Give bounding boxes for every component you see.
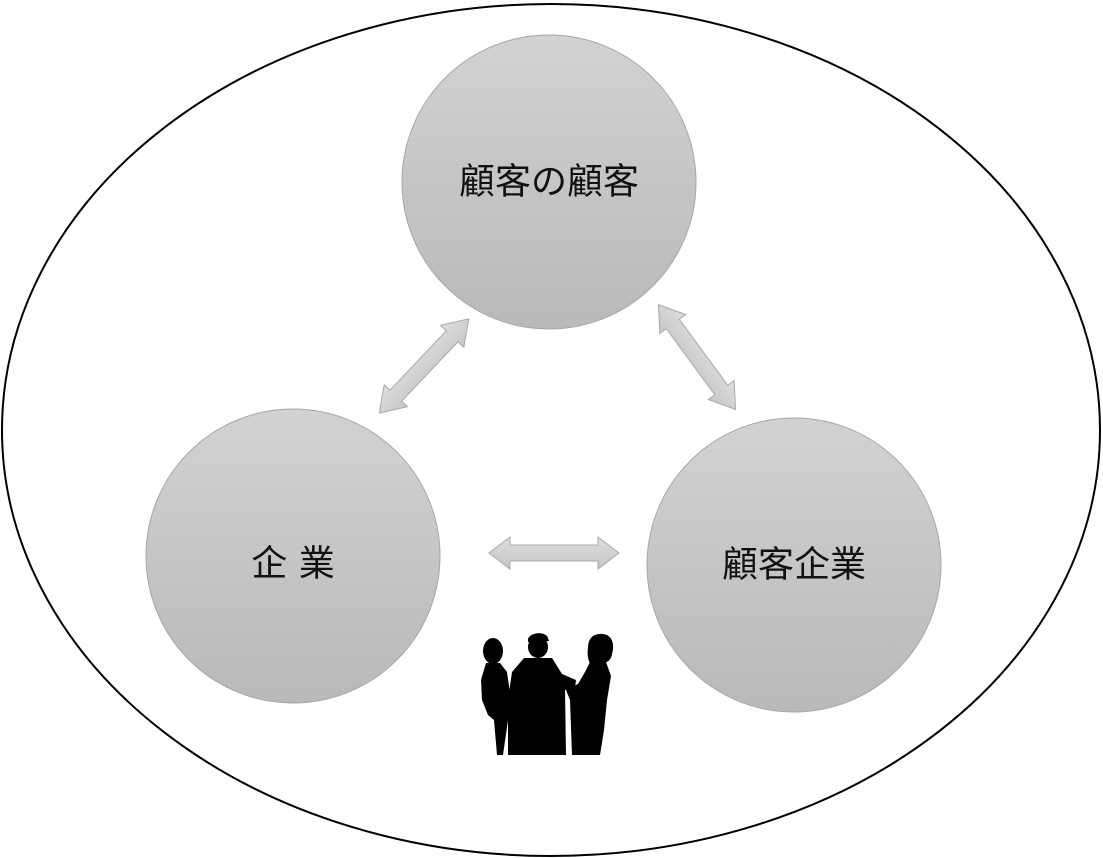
node-right-circle bbox=[646, 417, 942, 713]
node-left-label: 企 業 bbox=[251, 544, 334, 585]
double-arrow-icon-top-right bbox=[657, 303, 737, 411]
double-arrow-icon-left-top bbox=[378, 318, 470, 414]
node-top: 顧客の顧客 bbox=[401, 34, 697, 330]
node-left-circle bbox=[145, 408, 441, 704]
node-right-label: 顧客企業 bbox=[722, 545, 866, 586]
people-silhouette-icon bbox=[481, 633, 614, 755]
node-right: 顧客企業 bbox=[646, 417, 942, 713]
node-top-circle bbox=[401, 34, 697, 330]
node-left: 企 業 bbox=[145, 408, 441, 704]
node-top-label: 顧客の顧客 bbox=[459, 162, 639, 203]
double-arrow-icon-left-right bbox=[488, 535, 620, 571]
